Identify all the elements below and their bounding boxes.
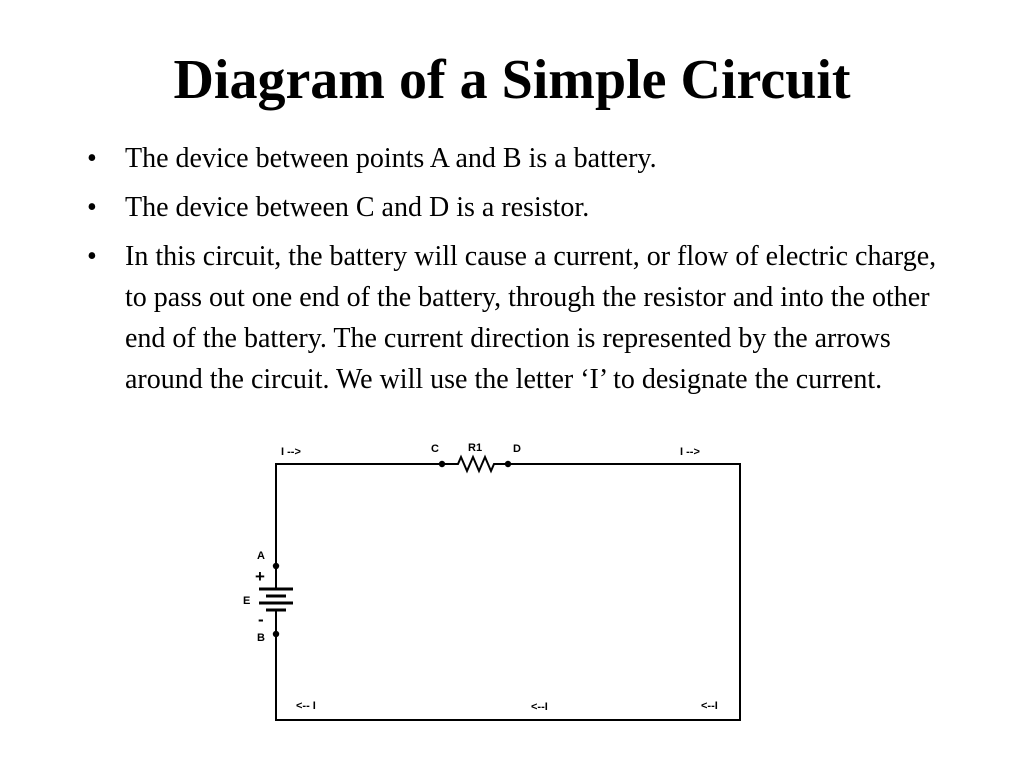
bullet-text: The device between C and D is a resistor… — [125, 192, 590, 223]
terminal-c-dot — [438, 460, 446, 468]
current-label-bottom-mid: <--I — [531, 701, 548, 713]
slide-title: Diagram of a Simple Circuit — [173, 49, 851, 111]
point-b-label: B — [257, 632, 265, 644]
minus-sign: - — [258, 610, 264, 629]
terminal-dots — [272, 460, 512, 638]
resistor-label: R1 — [468, 442, 482, 454]
battery-symbol — [259, 566, 293, 634]
bullet-text: The device between points A and B is a b… — [125, 143, 657, 174]
plus-sign: + — [255, 567, 265, 586]
point-c-label: C — [431, 443, 439, 455]
battery-label: E — [243, 595, 250, 607]
bullet-list: • The device between points A and B is a… — [82, 138, 962, 408]
resistor-symbol — [442, 454, 508, 474]
circuit-wires — [275, 463, 741, 721]
current-label-bottom-right: <--I — [701, 700, 718, 712]
bullet-item: • The device between C and D is a resist… — [82, 187, 962, 228]
terminal-a-dot — [272, 562, 280, 570]
bullet-marker: • — [87, 192, 97, 223]
current-label-top-left: I --> — [281, 446, 301, 458]
bullet-item: • The device between points A and B is a… — [82, 138, 962, 179]
bullet-item: • In this circuit, the battery will caus… — [82, 236, 962, 400]
bullet-text: In this circuit, the battery will cause … — [125, 241, 937, 395]
terminal-d-dot — [504, 460, 512, 468]
wire-top-right — [275, 463, 741, 721]
point-a-label: A — [257, 550, 265, 562]
bullet-marker: • — [87, 143, 97, 174]
current-label-bottom-left: <-- I — [296, 700, 316, 712]
terminal-b-dot — [272, 630, 280, 638]
bullet-marker: • — [87, 241, 97, 272]
point-d-label: D — [513, 443, 521, 455]
wire-top-left — [275, 463, 442, 566]
current-label-top-right: I --> — [680, 446, 700, 458]
